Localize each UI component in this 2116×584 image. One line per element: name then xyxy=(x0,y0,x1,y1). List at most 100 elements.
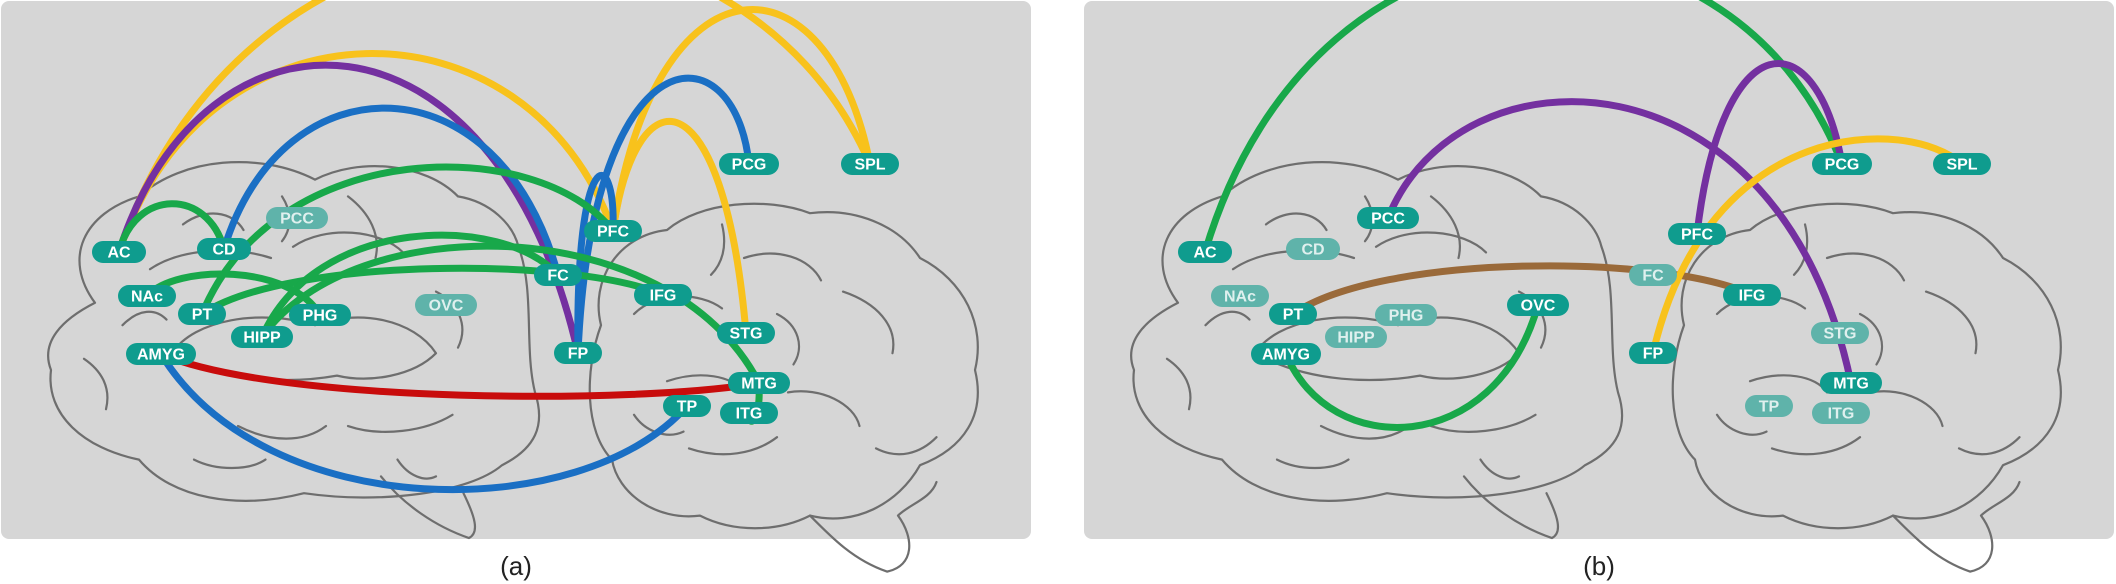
node-hipp: HIPP xyxy=(1325,326,1387,348)
node-fc: FC xyxy=(534,264,582,286)
node-stg-pill xyxy=(1811,322,1869,344)
node-cd-pill xyxy=(197,238,251,260)
node-pcc-label: PCC xyxy=(280,211,314,228)
node-tp-pill xyxy=(1745,395,1793,417)
connection-ac-spl xyxy=(115,0,874,256)
node-nac-pill xyxy=(1211,285,1269,307)
node-amyg-pill xyxy=(1251,343,1321,365)
node-pfc-pill xyxy=(584,220,642,242)
connection-pfc-pcg xyxy=(1693,59,1846,238)
node-mtg: MTG xyxy=(1820,372,1882,394)
node-itg-pill xyxy=(720,402,778,424)
node-pcc-pill xyxy=(266,207,328,229)
node-itg: ITG xyxy=(720,402,778,424)
node-pt: PT xyxy=(178,303,226,325)
node-pcg: PCG xyxy=(1812,153,1872,175)
node-fc-pill xyxy=(1629,264,1677,286)
node-pcg-pill xyxy=(719,153,779,175)
node-fp: FP xyxy=(1629,342,1677,364)
node-phg-pill xyxy=(1375,304,1437,326)
connection-amyg-ovc xyxy=(1282,301,1542,431)
node-ac-pill xyxy=(1178,241,1232,263)
node-itg-pill xyxy=(1812,402,1870,424)
node-fp-pill xyxy=(1629,342,1677,364)
connection-ac-pcg xyxy=(1201,0,1846,256)
connection-cd-fc xyxy=(220,104,562,279)
node-nac: NAc xyxy=(118,285,176,307)
connection-hipp-mtg xyxy=(258,242,763,387)
node-cd-pill xyxy=(1286,238,1340,260)
node-spl: SPL xyxy=(841,153,899,175)
node-amyg-pill xyxy=(126,343,196,365)
node-fc-pill xyxy=(534,264,582,286)
node-hipp-label: HIPP xyxy=(243,330,281,347)
node-phg-pill xyxy=(289,304,351,326)
node-spl-pill xyxy=(841,153,899,175)
node-nac: NAc xyxy=(1211,285,1269,307)
node-pcg-pill xyxy=(1812,153,1872,175)
node-ifg-label: IFG xyxy=(1739,288,1766,305)
connection-amyg-mtg xyxy=(157,350,763,400)
node-spl-label: SPL xyxy=(854,157,885,174)
node-tp-label: TP xyxy=(1759,399,1780,416)
node-mtg-label: MTG xyxy=(1833,376,1869,393)
node-cd-label: CD xyxy=(1301,242,1324,259)
node-pt-label: PT xyxy=(192,307,213,324)
node-ovc: OVC xyxy=(1507,294,1569,316)
node-spl: SPL xyxy=(1933,153,1991,175)
node-cd: CD xyxy=(1286,238,1340,260)
node-pcg: PCG xyxy=(719,153,779,175)
node-stg: STG xyxy=(717,322,775,344)
node-nac-label: NAc xyxy=(131,289,163,306)
node-tp: TP xyxy=(663,395,711,417)
connection-pfc-spl xyxy=(609,6,874,235)
node-ovc: OVC xyxy=(415,294,477,316)
node-nac-label: NAc xyxy=(1224,289,1256,306)
node-pt-pill xyxy=(178,303,226,325)
node-tp-label: TP xyxy=(677,399,698,416)
node-ac-label: AC xyxy=(107,245,131,262)
node-ovc-label: OVC xyxy=(1521,298,1556,315)
node-ifg-label: IFG xyxy=(650,288,677,305)
panel-a-connections xyxy=(115,0,874,494)
node-tp-pill xyxy=(663,395,711,417)
node-fc-label: FC xyxy=(547,268,569,285)
node-pfc-label: PFC xyxy=(597,224,629,241)
node-amyg-label: AMYG xyxy=(137,347,185,364)
node-cd-label: CD xyxy=(212,242,235,259)
node-pfc: PFC xyxy=(584,220,642,242)
connection-hipp-fc xyxy=(258,231,562,341)
node-nac-pill xyxy=(118,285,176,307)
node-ifg: IFG xyxy=(634,284,692,306)
node-stg: STG xyxy=(1811,322,1869,344)
node-mtg: MTG xyxy=(728,372,790,394)
node-ifg-pill xyxy=(1723,284,1781,306)
node-stg-label: STG xyxy=(730,326,763,343)
node-fp: FP xyxy=(554,342,602,364)
connection-pt-ifg xyxy=(1289,262,1756,318)
connection-ac-cd xyxy=(115,200,228,256)
node-amyg: AMYG xyxy=(126,343,196,365)
node-pcc: PCC xyxy=(1357,207,1419,229)
node-pfc-label: PFC xyxy=(1681,227,1713,244)
node-hipp: HIPP xyxy=(231,326,293,348)
node-fc-label: FC xyxy=(1642,268,1664,285)
node-pcg-label: PCG xyxy=(732,157,767,174)
node-hipp-pill xyxy=(231,326,293,348)
panel-a-caption: (a) xyxy=(500,551,532,581)
node-pfc: PFC xyxy=(1668,223,1726,245)
node-itg: ITG xyxy=(1812,402,1870,424)
node-stg-pill xyxy=(717,322,775,344)
node-ac-pill xyxy=(92,241,146,263)
connection-fp-spl xyxy=(1649,135,1966,357)
node-pcc-pill xyxy=(1357,207,1419,229)
node-hipp-label: HIPP xyxy=(1337,330,1375,347)
node-pcc-label: PCC xyxy=(1371,211,1405,228)
node-pt-pill xyxy=(1269,303,1317,325)
node-itg-label: ITG xyxy=(736,406,763,423)
node-spl-pill xyxy=(1933,153,1991,175)
node-spl-label: SPL xyxy=(1946,157,1977,174)
